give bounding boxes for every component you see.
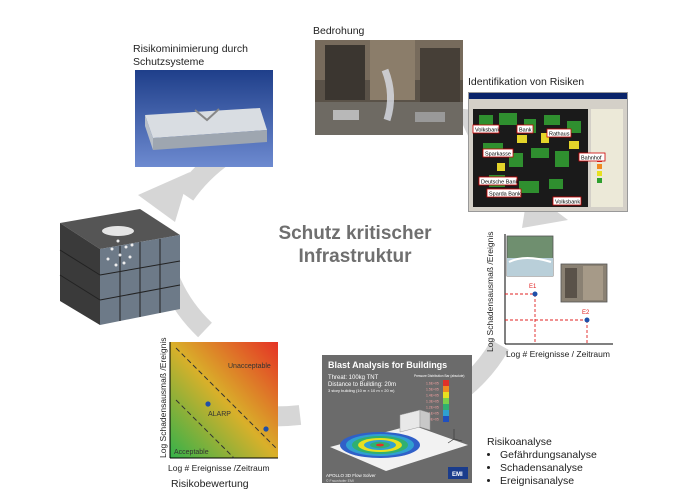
center-title-line-1: Schutz kritischer <box>278 223 432 244</box>
blast-title: Blast Analysis for Buildings <box>328 360 447 370</box>
map-label-rathaus: Rathaus <box>549 132 570 138</box>
freq-point-e2 <box>584 317 590 323</box>
freq-point-e1 <box>532 291 538 297</box>
blast-analysis-panel: Blast Analysis for Buildings Threat: 100… <box>322 355 472 483</box>
label-identifikation: Identifikation von Risiken <box>468 76 585 88</box>
emi-logo <box>448 467 468 479</box>
damaged-building-photo <box>560 263 608 303</box>
label-risikominimierung: Risikominimierung durch Schutzsysteme <box>133 43 248 69</box>
arrow-head-left <box>138 172 190 222</box>
blast-legend-value-7: 1.0E+05 <box>426 418 439 422</box>
alarp-label-alarp: ALARP <box>208 411 231 418</box>
alarp-plot: Unacceptable ALARP Acceptable <box>168 340 280 460</box>
map-label-sparda-bank: Sparda Bank <box>489 192 521 198</box>
label-risikominimierung-line-1: Risikominimierung durch <box>133 43 248 55</box>
center-title-line-2: Infrastruktur <box>298 246 412 267</box>
blast-building: 3 story building (10 m × 10 m × 20 m) <box>328 388 395 393</box>
risikoanalyse-title: Risikoanalyse <box>487 436 552 448</box>
blast-distance: Distance to Building: 20m <box>328 382 396 388</box>
emi-logo-text: EMI <box>452 472 463 478</box>
alarp-xlabel: Log # Ereignisse /Zeitraum <box>168 463 270 473</box>
map-label-bahnhof: Bahnhof <box>581 156 602 162</box>
map-label-volksbank-2: Volksbank <box>555 200 580 206</box>
freq-label-e1: E1 <box>529 284 537 290</box>
blast-threat: Threat: 100kg TNT <box>328 375 379 381</box>
label-bedrohung: Bedrohung <box>313 25 365 37</box>
alarp-label-unacceptable: Unacceptable <box>228 363 271 370</box>
freq-label-e2: E2 <box>582 310 590 316</box>
alarp-point-1 <box>205 401 211 407</box>
center-title: Schutz kritischer Infrastruktur <box>260 222 450 268</box>
risikoanalyse-item-gefaehrdung: Gefährdungsanalyse <box>500 449 597 462</box>
freq-ylabel: Log Schadensausmaß /Ereignis <box>485 231 495 353</box>
building-model-image <box>48 205 188 330</box>
risikoanalyse-list: Gefährdungsanalyse Schadensanalyse Ereig… <box>487 449 597 488</box>
risk-map-window: Volksbank Bank Rathaus Sparkasse Bahnhof… <box>468 92 628 212</box>
blast-legend-title: Pressure Distribution Bar (absolute) <box>414 374 465 378</box>
map-label-bank: Bank <box>519 128 532 134</box>
map-label-volksbank-1: Volksbank <box>475 128 500 134</box>
risikoanalyse-item-ereignis: Ereignisanalyse <box>500 475 597 488</box>
risikoanalyse-item-schaden: Schadensanalyse <box>500 462 597 475</box>
blast-legend-value-3: 1.4E+05 <box>426 394 439 398</box>
blast-pressure-rings <box>340 432 420 458</box>
blast-copyright: © Fraunhofer EMI <box>326 479 354 483</box>
map-label-sparkasse: Sparkasse <box>485 152 511 158</box>
frequency-plot: E1 E2 <box>495 232 695 362</box>
label-risikobewertung: Risikobewertung <box>171 478 249 490</box>
threat-photo <box>315 40 463 135</box>
blast-axes-icon <box>447 429 463 444</box>
freq-xlabel: Log # Ereignisse / Zeitraum <box>506 349 610 359</box>
blast-legend-value-2: 1.5E+05 <box>426 388 439 392</box>
protection-system-image <box>135 70 273 167</box>
alarp-gradient <box>170 342 278 458</box>
alarp-point-2 <box>263 426 269 432</box>
blast-legend-value-4: 1.3E+05 <box>426 400 439 404</box>
label-risikominimierung-line-2: Schutzsysteme <box>133 56 205 68</box>
flood-photo <box>506 235 554 277</box>
map-label-deutsche-bank: Deutsche Bank <box>481 180 519 186</box>
blast-legend-value-6: 1.1E+05 <box>426 412 439 416</box>
blast-legend-value-5: 1.2E+05 <box>426 406 439 410</box>
blast-legend-value-1: 1.6E+05 <box>426 382 439 386</box>
blast-legend: 1.6E+05 1.5E+05 1.4E+05 1.3E+05 1.2E+05 … <box>426 380 449 422</box>
alarp-ylabel: Log Schadensausmaß /Ereignis <box>158 337 168 459</box>
blast-footer: APOLLO 3D Flow Solver <box>326 473 376 478</box>
alarp-label-acceptable: Acceptable <box>174 449 209 456</box>
